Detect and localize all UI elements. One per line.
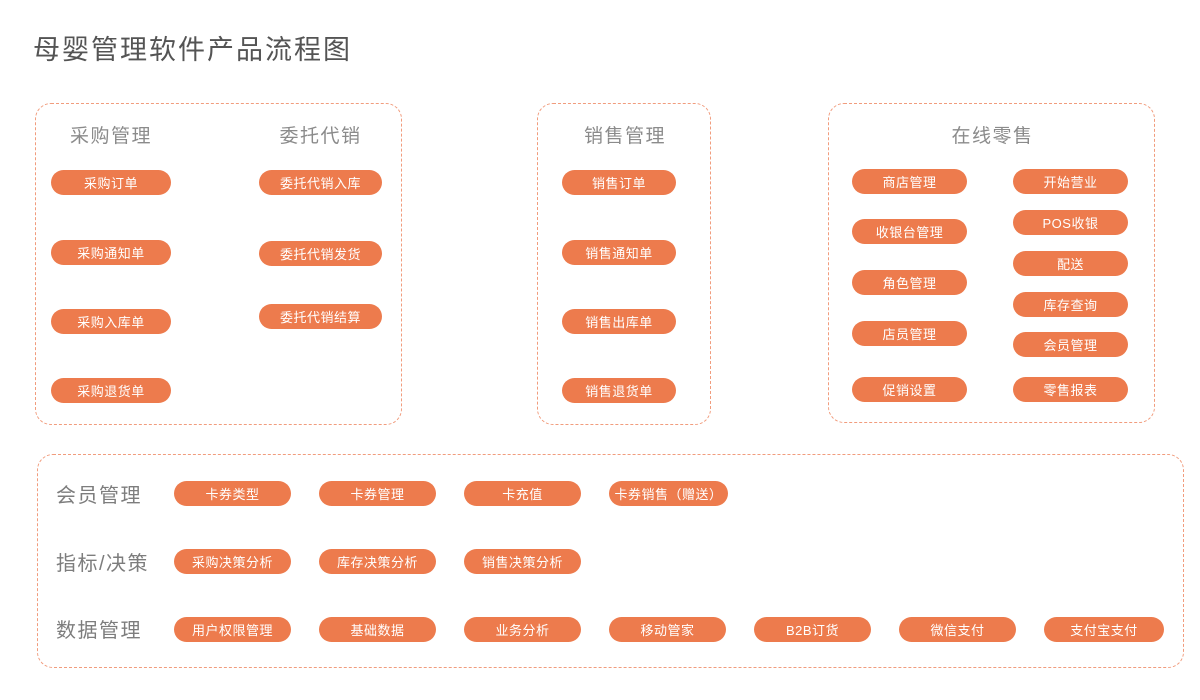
pill-sales-decision-analysis: 销售决策分析 bbox=[464, 549, 581, 574]
pill-purchase-decision-analysis: 采购决策分析 bbox=[174, 549, 291, 574]
pill-card-management: 卡券管理 bbox=[319, 481, 436, 506]
pill-purchase-return: 采购退货单 bbox=[51, 378, 171, 403]
row-label-data-management: 数据管理 bbox=[56, 620, 142, 642]
pill-consign-settlement: 委托代销结算 bbox=[259, 304, 382, 329]
pill-cashier-desk-management: 收银台管理 bbox=[852, 219, 967, 244]
pill-b2b-ordering: B2B订货 bbox=[754, 617, 871, 642]
pill-inventory-query: 库存查询 bbox=[1013, 292, 1128, 317]
section-header-online-retail: 在线零售 bbox=[951, 126, 1034, 147]
pill-user-permission-management: 用户权限管理 bbox=[174, 617, 291, 642]
pill-alipay-pay: 支付宝支付 bbox=[1044, 617, 1164, 642]
pill-sales-return: 销售退货单 bbox=[562, 378, 676, 403]
pill-consign-shipment: 委托代销发货 bbox=[259, 241, 382, 266]
pill-purchase-order: 采购订单 bbox=[51, 170, 171, 195]
pill-business-analysis: 业务分析 bbox=[464, 617, 581, 642]
pill-card-recharge: 卡充值 bbox=[464, 481, 581, 506]
pill-role-management: 角色管理 bbox=[852, 270, 967, 295]
pill-mobile-manager: 移动管家 bbox=[609, 617, 726, 642]
online-retail-box: 在线零售 商店管理 收银台管理 角色管理 店员管理 促销设置 开始营业 POS收… bbox=[828, 103, 1155, 423]
pill-card-type: 卡券类型 bbox=[174, 481, 291, 506]
pill-delivery: 配送 bbox=[1013, 251, 1128, 276]
section-header-sales: 销售管理 bbox=[583, 126, 666, 147]
row-label-decision: 指标/决策 bbox=[56, 553, 150, 575]
pill-purchase-notice: 采购通知单 bbox=[51, 240, 171, 265]
pill-wechat-pay: 微信支付 bbox=[899, 617, 1016, 642]
purchase-consign-box: 采购管理 委托代销 采购订单 采购通知单 采购入库单 采购退货单 委托代销入库 … bbox=[35, 103, 402, 425]
pill-sales-notice: 销售通知单 bbox=[562, 240, 676, 265]
sales-box: 销售管理 销售订单 销售通知单 销售出库单 销售退货单 bbox=[537, 103, 711, 425]
pill-card-sale-gift: 卡券销售（赠送） bbox=[609, 481, 728, 506]
pill-promotion-settings: 促销设置 bbox=[852, 377, 967, 402]
pill-sales-outbound: 销售出库单 bbox=[562, 309, 676, 334]
bottom-box: 会员管理 卡券类型 卡券管理 卡充值 卡券销售（赠送） 指标/决策 采购决策分析… bbox=[37, 454, 1184, 668]
pill-pos-cashier: POS收银 bbox=[1013, 210, 1128, 235]
pill-start-business: 开始营业 bbox=[1013, 169, 1128, 194]
row-label-membership: 会员管理 bbox=[56, 485, 142, 507]
pill-clerk-management: 店员管理 bbox=[852, 321, 967, 346]
pill-purchase-inbound: 采购入库单 bbox=[51, 309, 171, 334]
section-header-purchase: 采购管理 bbox=[69, 126, 152, 147]
pill-basic-data: 基础数据 bbox=[319, 617, 436, 642]
page-title: 母婴管理软件产品流程图 bbox=[33, 35, 352, 65]
pill-sales-order: 销售订单 bbox=[562, 170, 676, 195]
pill-inventory-decision-analysis: 库存决策分析 bbox=[319, 549, 436, 574]
section-header-consignment: 委托代销 bbox=[279, 126, 362, 147]
pill-shop-management: 商店管理 bbox=[852, 169, 967, 194]
pill-retail-report: 零售报表 bbox=[1013, 377, 1128, 402]
pill-member-management: 会员管理 bbox=[1013, 332, 1128, 357]
pill-consign-inbound: 委托代销入库 bbox=[259, 170, 382, 195]
